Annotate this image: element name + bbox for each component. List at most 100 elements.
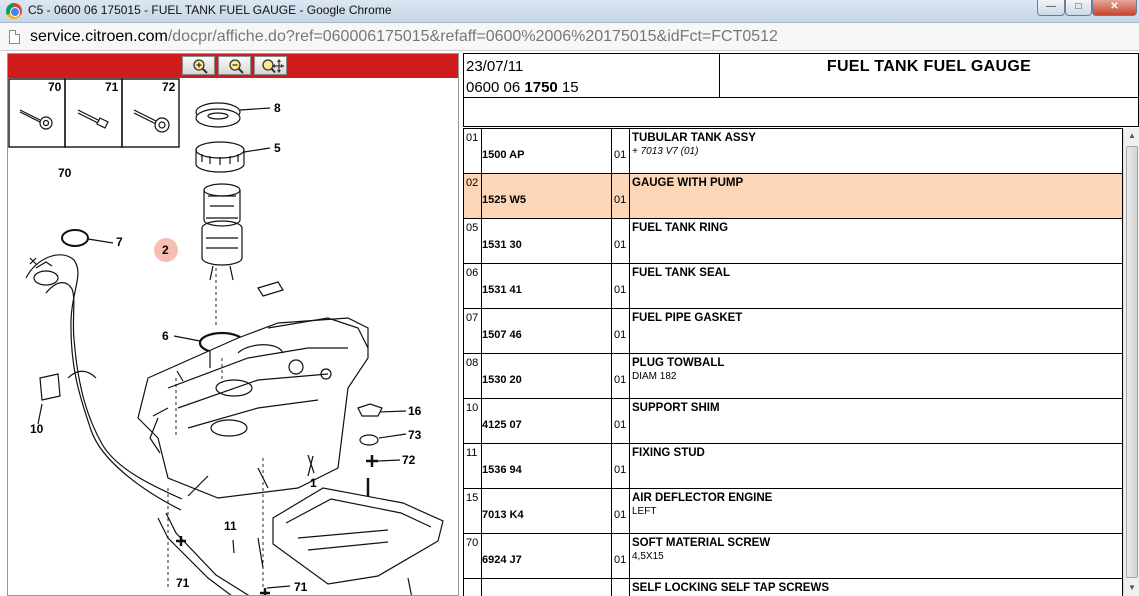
- description-cell: TUBULAR TANK ASSY+ 7013 V7 (01): [629, 128, 1123, 174]
- zoom-in-button[interactable]: [182, 56, 215, 75]
- header-title-box: FUEL TANK FUEL GAUGE: [719, 53, 1139, 98]
- callout-label[interactable]: 2: [162, 243, 169, 257]
- callout-label[interactable]: 16: [408, 404, 422, 418]
- part-reference-cell[interactable]: 1531 41: [481, 263, 612, 309]
- quantity: 01: [614, 374, 627, 386]
- callout-label[interactable]: 6: [162, 329, 169, 343]
- quantity-cell: 01: [611, 398, 630, 444]
- row-index: [463, 578, 482, 596]
- quantity-cell: 01: [611, 488, 630, 534]
- quantity: 01: [614, 464, 627, 476]
- part-reference-cell[interactable]: 6924 J7: [481, 533, 612, 579]
- part-reference-cell[interactable]: 1500 AP: [481, 128, 612, 174]
- callout-label[interactable]: 7: [116, 235, 123, 249]
- quantity-cell: 01: [611, 443, 630, 489]
- part-reference[interactable]: 1507 46: [482, 329, 522, 341]
- callout-label[interactable]: 71: [294, 580, 308, 594]
- quantity: 01: [614, 419, 627, 431]
- quantity-cell: 01: [611, 128, 630, 174]
- exploded-parts-diagram: 70 71 72 8 5 70 7 2 6 16 73 72 10 1 11 7…: [8, 78, 444, 595]
- table-row[interactable]: SELF LOCKING SELF TAP SCREWS: [463, 578, 1123, 596]
- part-reference[interactable]: 4125 07: [482, 419, 522, 431]
- callout-label[interactable]: 72: [402, 453, 416, 467]
- scroll-up-icon[interactable]: ▲: [1128, 131, 1136, 140]
- ref-bold: 1750: [524, 79, 558, 96]
- description-cell: PLUG TOWBALL DIAM 182: [629, 353, 1123, 399]
- quantity-cell: 01: [611, 308, 630, 354]
- part-name: SUPPORT SHIM: [632, 402, 720, 414]
- close-button[interactable]: ✕: [1092, 0, 1137, 16]
- callout-label[interactable]: 71: [176, 576, 190, 590]
- parts-scrollbar[interactable]: ▲ ▼: [1123, 128, 1139, 596]
- part-reference-cell[interactable]: 7013 K4: [481, 488, 612, 534]
- part-reference[interactable]: 1525 W5: [482, 194, 527, 206]
- callout-label[interactable]: 5: [274, 141, 281, 155]
- part-reference[interactable]: 1530 20: [482, 374, 522, 386]
- maximize-button[interactable]: □: [1065, 0, 1092, 16]
- callout-label[interactable]: 70: [58, 166, 72, 180]
- callout-label[interactable]: 10: [30, 422, 44, 436]
- description-cell: FUEL PIPE GASKET: [629, 308, 1123, 354]
- part-reference-cell[interactable]: 1530 20: [481, 353, 612, 399]
- diagram-toolbar: [8, 54, 458, 78]
- window-titlebar: C5 - 0600 06 175015 - FUEL TANK FUEL GAU…: [0, 0, 1139, 23]
- part-reference-cell[interactable]: 1507 46: [481, 308, 612, 354]
- part-reference[interactable]: 1536 94: [482, 464, 522, 476]
- part-detail: DIAM 182: [632, 371, 677, 382]
- part-name: FIXING STUD: [632, 447, 705, 459]
- row-index: 06: [463, 263, 482, 309]
- row-index: 05: [463, 218, 482, 264]
- part-reference[interactable]: 1500 AP: [482, 149, 525, 161]
- ref-prefix: 0600 06: [466, 79, 525, 96]
- description-cell: GAUGE WITH PUMP: [629, 173, 1123, 219]
- part-reference-cell[interactable]: 4125 07: [481, 398, 612, 444]
- url-path: /docpr/affiche.do?ref=060006175015&refaf…: [167, 28, 778, 45]
- page-title: FUEL TANK FUEL GAUGE: [826, 58, 1032, 75]
- callout-label[interactable]: 73: [408, 428, 422, 442]
- part-detail: LEFT: [632, 506, 657, 517]
- row-index: 70: [463, 533, 482, 579]
- page-icon: [9, 30, 20, 44]
- part-reference[interactable]: 7013 K4: [482, 509, 524, 521]
- minimize-button[interactable]: —: [1037, 0, 1065, 16]
- address-bar[interactable]: service.citroen.com/docpr/affiche.do?ref…: [0, 23, 1139, 51]
- callout-label[interactable]: 11: [224, 519, 237, 533]
- callout-label[interactable]: 1: [310, 476, 317, 490]
- zoom-pan-button[interactable]: [254, 56, 287, 75]
- part-reference[interactable]: 6924 J7: [482, 554, 522, 566]
- part-reference-cell[interactable]: 1531 30: [481, 218, 612, 264]
- scroll-thumb[interactable]: [1126, 146, 1138, 578]
- part-name: PLUG TOWBALL: [632, 357, 725, 369]
- callout-label[interactable]: 8: [274, 101, 281, 115]
- scroll-down-icon[interactable]: ▼: [1128, 583, 1136, 592]
- part-reference[interactable]: 1531 30: [482, 239, 522, 251]
- diagram-panel: 70 71 72 8 5 70 7 2 6 16 73 72 10 1 11 7…: [7, 53, 459, 596]
- zoom-out-icon: [228, 58, 244, 74]
- part-reference-cell[interactable]: [481, 578, 612, 596]
- part-name: GAUGE WITH PUMP: [632, 177, 744, 189]
- part-reference[interactable]: 1531 41: [482, 284, 522, 296]
- url-text[interactable]: service.citroen.com/docpr/affiche.do?ref…: [30, 28, 778, 46]
- quantity-cell: 01: [611, 353, 630, 399]
- zoom-out-button[interactable]: [218, 56, 251, 75]
- description-cell: FUEL TANK RING: [629, 218, 1123, 264]
- row-index: 08: [463, 353, 482, 399]
- part-reference-cell[interactable]: 1536 94: [481, 443, 612, 489]
- part-reference-cell[interactable]: 1525 W5: [481, 173, 612, 219]
- zoom-in-icon: [192, 58, 208, 74]
- part-name: FUEL TANK RING: [632, 222, 729, 234]
- description-cell: FUEL TANK SEAL: [629, 263, 1123, 309]
